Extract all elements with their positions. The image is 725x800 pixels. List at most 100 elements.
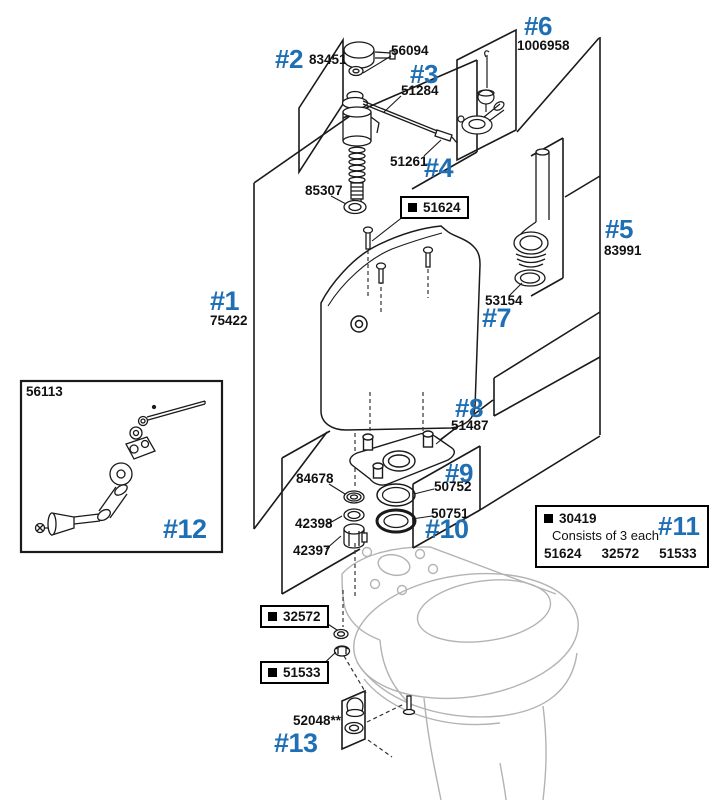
bowl-band-2 (363, 678, 501, 726)
panel-lines (19, 28, 601, 751)
boxed-part-51624-text: 51624 (423, 200, 461, 215)
group-10-number: #10 (425, 514, 469, 544)
kit-box-30419: 30419 Consists of 3 each 51624 32572 515… (535, 505, 709, 568)
black-square-marker (268, 612, 277, 621)
trip-lever-assembly (34, 400, 206, 536)
gasket-plate-assembly (349, 430, 455, 486)
shelf-bolt-hole (414, 548, 426, 560)
overflow-tube-assembly (513, 148, 550, 287)
kit-item-3: 51533 (659, 546, 697, 561)
lever-shaft (98, 486, 128, 519)
panel-5-edges (530, 137, 601, 297)
washer-stack (343, 490, 368, 549)
valve-side-lever (370, 116, 380, 134)
cap-dome (346, 697, 364, 713)
part-51261-label: 51261 (390, 154, 428, 169)
bowl-band-1 (356, 652, 578, 718)
float-rod (362, 100, 441, 136)
panel-8-edges (439, 311, 601, 441)
leader-lines (317, 55, 523, 670)
mounting-nuts (333, 628, 351, 657)
part-50751-label: 50751 (431, 506, 469, 521)
bowl-shelf-left-edge (341, 573, 381, 641)
flapper-ear (493, 101, 505, 111)
valve-body-bottom (342, 135, 372, 147)
group-11-number: #11 (658, 511, 700, 541)
big-washer (109, 462, 133, 486)
flush-button-assembly (343, 41, 396, 77)
box-12-frame (19, 379, 224, 554)
gasket-50752 (376, 483, 416, 507)
part-56094-label: 56094 (391, 43, 429, 58)
flapper-ring (461, 115, 493, 135)
chain-hook (484, 50, 490, 58)
fill-valve-assembly (341, 90, 458, 215)
panel-6-connector (516, 37, 600, 133)
group-1-number: #1 (210, 286, 240, 316)
kit-item-1: 51624 (544, 546, 582, 561)
group-13-number: #13 (274, 728, 318, 758)
pedestal-inner (499, 762, 507, 800)
shelf-valve-hole (377, 553, 411, 577)
panel-13 (341, 689, 366, 751)
group-9-number: #9 (445, 458, 473, 488)
part-52048-label: 52048** (293, 713, 342, 728)
valve-body-sides (342, 112, 372, 141)
rod-fitting (137, 415, 149, 427)
tank-bolts (362, 226, 434, 284)
tank-inner-rim (327, 232, 443, 307)
part-51284-label: 51284 (401, 83, 439, 98)
tank-gasket-53154 (514, 269, 546, 287)
panel-washers-edges (281, 430, 361, 595)
bowl-bolt (406, 695, 412, 711)
boxed-part-51533-text: 51533 (283, 665, 321, 680)
part-84678-label: 84678 (296, 471, 334, 486)
gasket-50751 (375, 508, 417, 534)
pedestal-right (542, 705, 547, 800)
pedestal-left (423, 697, 442, 800)
gasket-rings (375, 483, 417, 534)
black-square-marker (408, 203, 417, 212)
nut-tab (361, 532, 368, 543)
group-3-number: #3 (410, 59, 438, 89)
plate-center-ring (382, 450, 416, 472)
flapper-chain-assembly (457, 50, 505, 135)
rod-clip-tip (451, 136, 458, 144)
tank-lever-hole (350, 315, 368, 333)
bolt-caps-assembly (344, 695, 416, 735)
handle-rod (73, 513, 101, 525)
shelf-bolt-hole (427, 563, 439, 575)
button-top (343, 41, 375, 59)
part-85307-label: 85307 (305, 183, 343, 198)
tank (320, 225, 481, 431)
toilet-bowl (341, 546, 579, 800)
small-washer (129, 426, 143, 440)
group-6-number: #6 (524, 11, 552, 41)
lever-rod (146, 400, 206, 421)
tube-sides (535, 152, 550, 222)
kit-part-number: 30419 (559, 511, 597, 526)
part-75422-label: 75422 (210, 313, 248, 328)
part-1006958-label: 1006958 (517, 38, 570, 53)
chain-float (477, 89, 495, 105)
group-5-number: #5 (605, 214, 633, 244)
boxed-part-32572: 32572 (260, 605, 329, 628)
part-83451-label: 83451 (309, 52, 347, 67)
cap-base (345, 708, 365, 718)
boxed-part-32572-text: 32572 (283, 609, 321, 624)
kit-item-2: 32572 (601, 546, 640, 561)
washer-42398 (343, 508, 365, 522)
group-8-number: #8 (455, 393, 483, 423)
panel-6 (456, 28, 517, 162)
tank-lever-hole-inner (354, 319, 364, 329)
boxed-part-51624: 51624 (400, 196, 469, 219)
valve-body-top (342, 106, 372, 118)
bowl-rim-outer (353, 572, 579, 700)
shank-washer (343, 199, 367, 215)
part-51487-label: 51487 (451, 418, 489, 433)
nut-42397-top (343, 523, 365, 535)
part-50752-label: 50752 (434, 479, 472, 494)
rod-clip (434, 129, 453, 142)
